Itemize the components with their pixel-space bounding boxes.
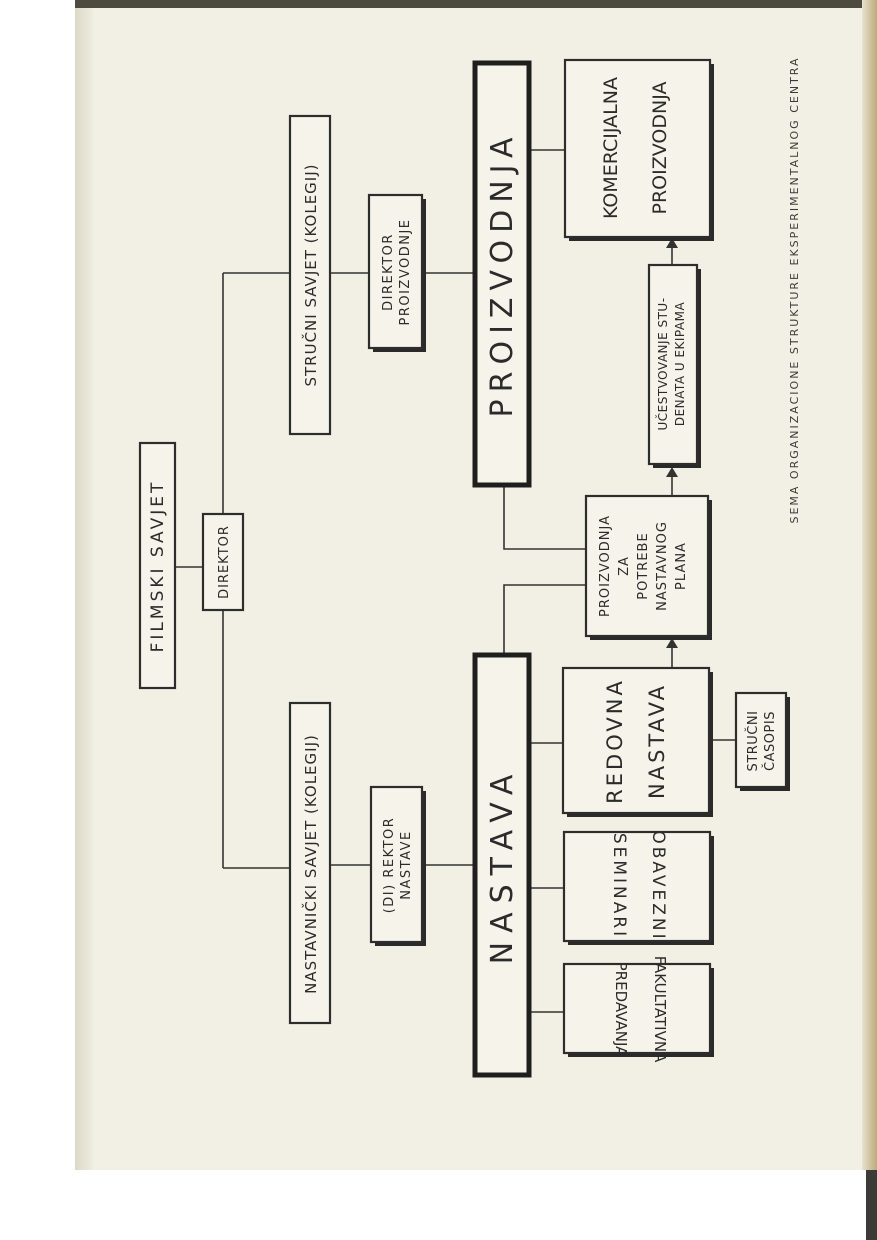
node-nastava-label: NASTAVA <box>485 766 520 965</box>
node-strucni-savjet: STRUČNI SAVJET (KOLEGIJ) <box>288 114 332 436</box>
node-proizvodnja-plan-line3: POTREBE <box>636 532 651 599</box>
node-proizvodnja-plan-line4: NASTAVNOG <box>655 521 670 611</box>
node-nastavnicki-savjet: NASTAVNIČKI SAVJET (KOLEGIJ) <box>288 701 332 1025</box>
node-direktor-nastave-line1: (DI) REKTOR <box>382 817 397 914</box>
node-strucni-savjet-label: STRUČNI SAVJET (KOLEGIJ) <box>301 164 320 387</box>
node-direktor-proizvodnje-line1: DIREKTOR <box>381 233 396 311</box>
node-direktor: DIREKTOR <box>201 512 245 612</box>
node-proizvodnja-plan-line1: PROIZVODNJA <box>598 515 613 617</box>
node-nastavnicki-savjet-label: NASTAVNIČKI SAVJET (KOLEGIJ) <box>301 734 320 994</box>
node-direktor-label: DIREKTOR <box>217 525 232 599</box>
paper-top-edge <box>75 0 877 8</box>
diagram-caption: SEMA ORGANIZACIONE STRUKTURE EKSPERIMENT… <box>788 56 801 523</box>
node-direktor-nastave-line2: NASTAVE <box>399 830 414 899</box>
node-strucni-casopis-line1: STRUČNI <box>745 711 761 772</box>
line-proizvodnja-plan <box>503 486 586 550</box>
node-obavezni-line1: OBAVEZNI <box>648 830 668 941</box>
bottom-right-edge <box>866 1170 877 1240</box>
node-direktor-proizvodnje-line2: PROIZVODNJE <box>398 218 413 325</box>
connectors <box>175 149 736 1013</box>
node-obavezni-line2: SEMINARI <box>609 833 629 939</box>
arrow-up-icon <box>666 467 678 477</box>
node-proizvodnja-nastavni-plan: PROIZVODNJA ZA POTREBE NASTAVNOG PLANA <box>584 494 712 640</box>
node-filmski-savjet-label: FILMSKI SAVJET <box>148 480 168 653</box>
node-ucestvovanje-studenata: UČESTVOVANJE STU- DENATA U EKIPAMA <box>647 263 701 468</box>
arrow-up-icon <box>666 238 678 248</box>
node-komercijalna-line2: PROIZVODNJA <box>649 82 671 215</box>
node-proizvodnja-plan-line2: ZA <box>617 556 632 576</box>
node-proizvodnja: PROIZVODNJA <box>472 60 532 488</box>
node-redovna-line1: REDOVNA <box>603 678 627 804</box>
node-direktor-proizvodnje: DIREKTOR PROIZVODNJE <box>367 193 426 352</box>
node-fakultativna-line2: PREDAVANJA <box>612 962 630 1057</box>
paper-left-edge <box>75 0 93 1170</box>
node-ucestvovanje-line1: UČESTVOVANJE STU- <box>655 297 670 430</box>
node-strucni-casopis-line2: ČASOPIS <box>762 711 778 771</box>
line-nastava-plan <box>503 584 586 654</box>
arrow-up-icon <box>666 638 678 648</box>
node-proizvodnja-label: PROIZVODNJA <box>485 131 520 418</box>
paper-right-edge <box>862 0 877 1170</box>
node-komercijalna-line1: KOMERCIJALNA <box>600 77 622 219</box>
node-obavezni-seminari: OBAVEZNI SEMINARI <box>562 830 714 945</box>
node-komercijalna-proizvodnja: KOMERCIJALNA PROIZVODNJA <box>563 58 714 241</box>
node-proizvodnja-plan-line5: PLANA <box>674 542 689 590</box>
node-ucestvovanje-line2: DENATA U EKIPAMA <box>673 302 687 427</box>
node-nastava: NASTAVA <box>472 652 532 1078</box>
node-fakultativna-line1: FAKULTATIVNA <box>651 956 669 1063</box>
node-strucni-casopis: STRUČNI ČASOPIS <box>734 691 790 791</box>
node-filmski-savjet: FILMSKI SAVJET <box>138 441 177 690</box>
node-redovna-line2: NASTAVA <box>645 683 669 799</box>
node-direktor-nastave: (DI) REKTOR NASTAVE <box>369 785 426 946</box>
bottom-margin <box>0 1170 877 1240</box>
node-fakultativna-predavanja: FAKULTATIVNA PREDAVANJA <box>562 956 714 1063</box>
node-redovna-nastava: REDOVNA NASTAVA <box>561 666 713 817</box>
